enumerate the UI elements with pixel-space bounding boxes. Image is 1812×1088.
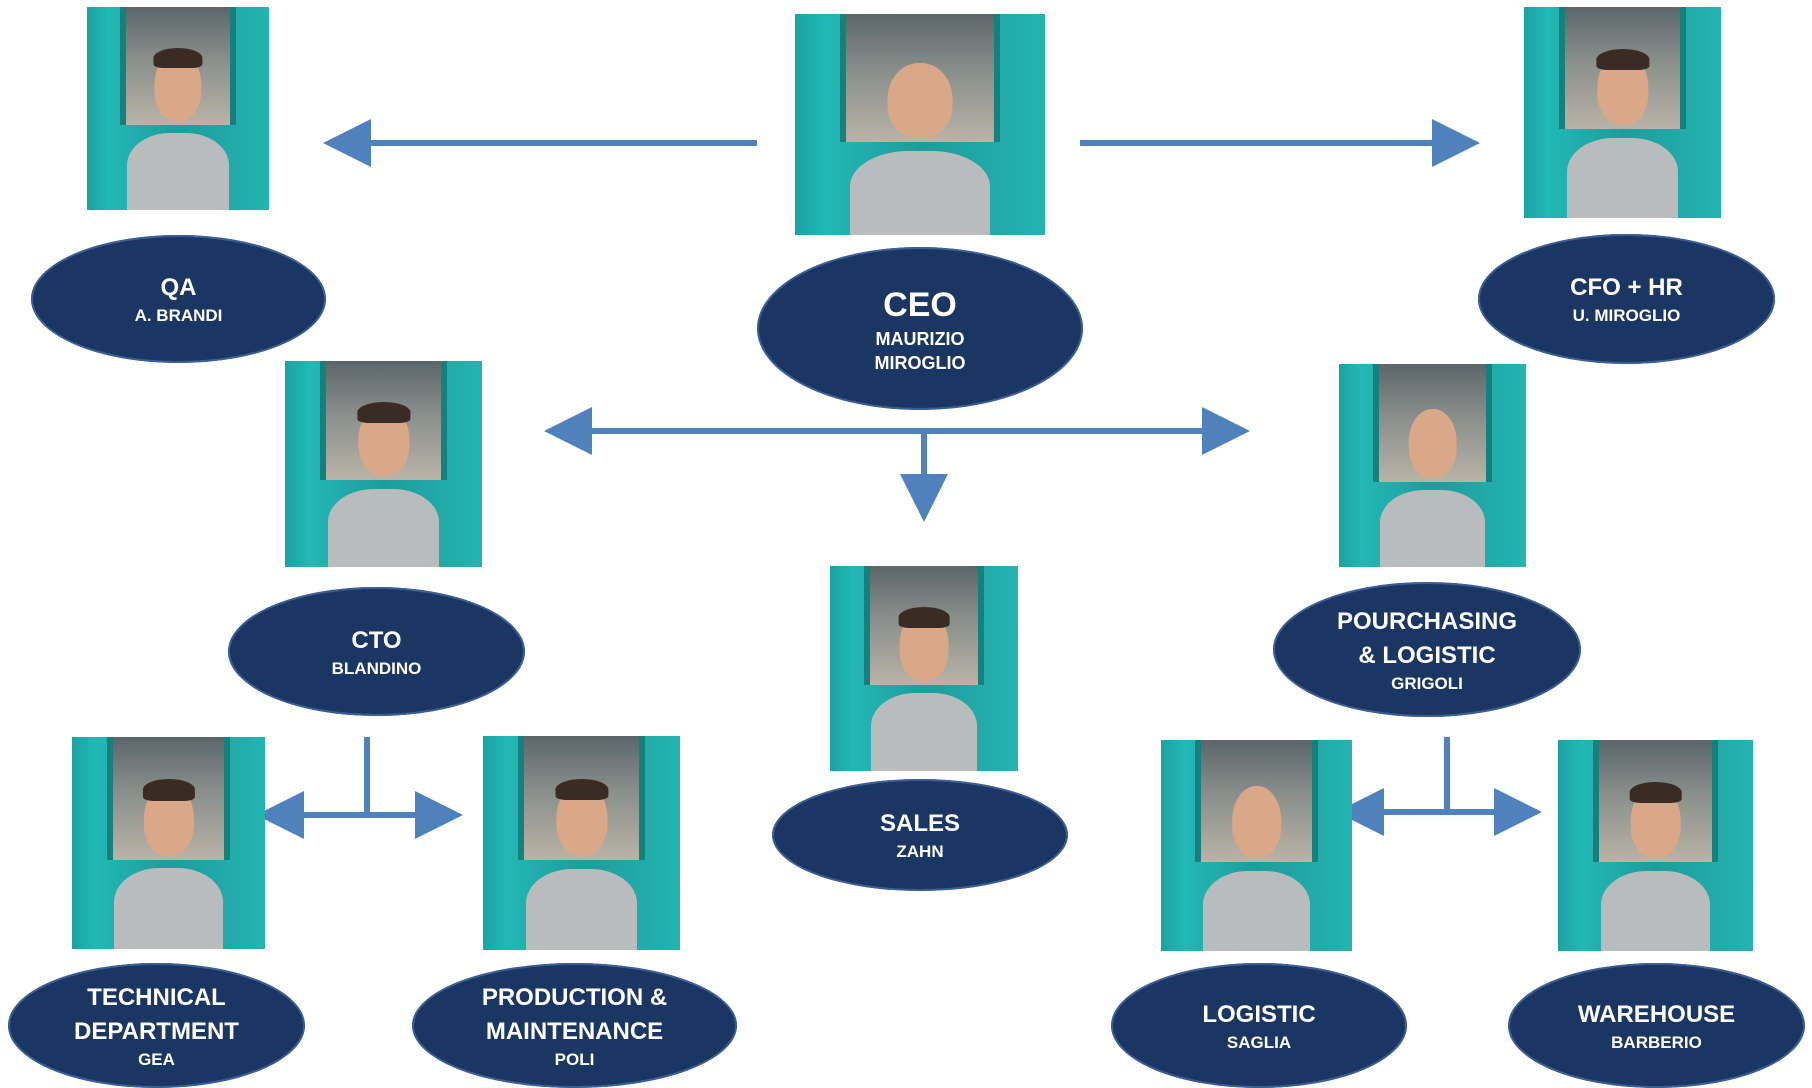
role-label: WAREHOUSE bbox=[1577, 1000, 1736, 1028]
role-label: QA bbox=[160, 274, 197, 301]
person-name: GRIGOLI bbox=[1391, 673, 1463, 693]
role-label-line2: & LOGISTIC bbox=[1358, 641, 1496, 669]
role-label: CTO bbox=[351, 626, 402, 654]
photo-cto bbox=[285, 361, 482, 567]
node-technical: TECHNICAL DEPARTMENT GEA bbox=[8, 963, 305, 1088]
node-sales: SALES ZAHN bbox=[772, 779, 1068, 891]
photo-logistic bbox=[1161, 740, 1352, 951]
photo-production bbox=[483, 736, 680, 950]
role-label-line1: POURCHASING bbox=[1336, 607, 1517, 635]
node-cto: CTO BLANDINO bbox=[228, 587, 525, 716]
photo-technical bbox=[72, 737, 265, 949]
role-label-line1: TECHNICAL bbox=[87, 983, 226, 1011]
node-qa: QA A. BRANDI bbox=[31, 235, 326, 363]
person-name: POLI bbox=[554, 1049, 595, 1069]
person-name: BARBERIO bbox=[1611, 1032, 1702, 1052]
node-purchasing: POURCHASING & LOGISTIC GRIGOLI bbox=[1273, 582, 1581, 717]
person-name: A. BRANDI bbox=[134, 306, 223, 325]
role-label: SALES bbox=[879, 810, 960, 837]
photo-cfo bbox=[1524, 7, 1721, 218]
role-label: CEO bbox=[883, 285, 957, 324]
role-label-line2: MAINTENANCE bbox=[485, 1017, 664, 1045]
role-label-line2: DEPARTMENT bbox=[74, 1017, 239, 1045]
person-name: BLANDINO bbox=[331, 658, 422, 678]
photo-purchasing bbox=[1339, 364, 1526, 567]
photo-warehouse bbox=[1558, 740, 1753, 951]
node-ceo: CEO MAURIZIO MIROGLIO bbox=[757, 247, 1083, 410]
role-label-line1: PRODUCTION & bbox=[481, 983, 668, 1011]
node-cfo: CFO + HR U. MIROGLIO bbox=[1478, 234, 1775, 364]
person-name-line1: MAURIZIO bbox=[875, 328, 965, 349]
role-label: LOGISTIC bbox=[1202, 1000, 1316, 1028]
photo-qa bbox=[87, 7, 269, 210]
node-logistic: LOGISTIC SAGLIA bbox=[1111, 963, 1407, 1088]
person-name: SAGLIA bbox=[1226, 1032, 1292, 1052]
node-warehouse: WAREHOUSE BARBERIO bbox=[1508, 963, 1805, 1088]
person-name: GEA bbox=[138, 1049, 175, 1069]
person-name: ZAHN bbox=[896, 842, 944, 861]
photo-ceo bbox=[795, 14, 1045, 235]
node-production: PRODUCTION & MAINTENANCE POLI bbox=[412, 963, 737, 1088]
role-label: CFO + HR bbox=[1570, 274, 1683, 301]
person-name: U. MIROGLIO bbox=[1572, 306, 1681, 325]
person-name-line2: MIROGLIO bbox=[874, 352, 966, 373]
photo-sales bbox=[830, 566, 1018, 771]
